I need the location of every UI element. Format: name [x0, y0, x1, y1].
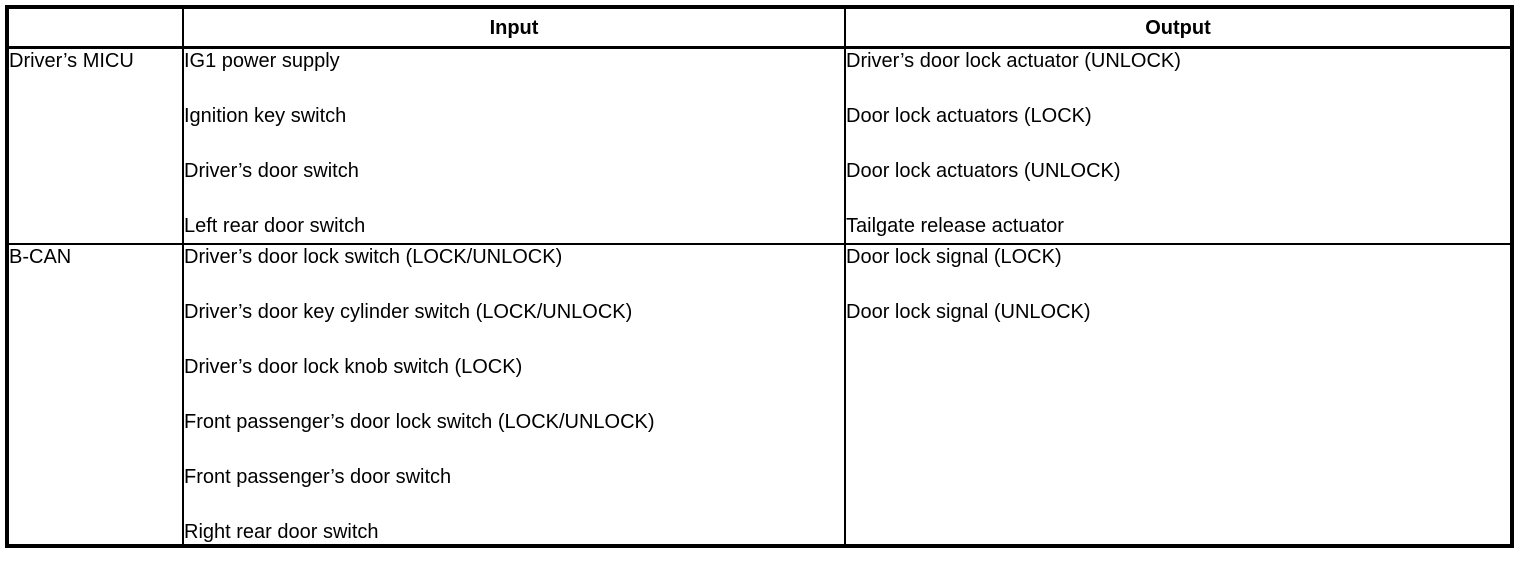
- input-item: Right rear door switch: [184, 520, 379, 543]
- output-item: Tailgate release actuator: [846, 215, 1064, 237]
- input-item: Driver’s door lock switch (LOCK/UNLOCK): [184, 245, 563, 268]
- input-output-table: Input Output Driver’s MICU IG1 power sup…: [5, 5, 1514, 548]
- header-source: [6, 6, 184, 49]
- output-cell-b-can: Door lock signal (LOCK) Door lock signal…: [844, 242, 1513, 547]
- input-item: Front passenger’s door lock switch (LOCK…: [184, 410, 655, 433]
- input-item: Front passenger’s door switch: [184, 465, 452, 488]
- source-cell-b-can: B-CAN: [6, 242, 184, 547]
- table-row: B-CAN Driver’s door lock switch (LOCK/UN…: [6, 242, 1513, 547]
- header-output: Output: [844, 6, 1513, 49]
- source-label: Driver’s MICU: [9, 50, 134, 72]
- output-item: Door lock signal (UNLOCK): [846, 300, 1091, 323]
- table-header-row: Input Output: [6, 6, 1513, 49]
- output-item: Door lock actuators (LOCK): [846, 105, 1092, 127]
- output-item: Driver’s door lock actuator (UNLOCK): [846, 50, 1181, 72]
- output-item: Door lock actuators (UNLOCK): [846, 160, 1121, 182]
- input-cell-b-can: Driver’s door lock switch (LOCK/UNLOCK) …: [182, 242, 846, 547]
- source-cell-drivers-micu: Driver’s MICU: [6, 46, 184, 245]
- header-input: Input: [182, 6, 846, 49]
- input-item: Driver’s door switch: [184, 160, 359, 182]
- input-item: Ignition key switch: [184, 105, 347, 127]
- output-item: Door lock signal (LOCK): [846, 245, 1062, 268]
- input-item: Driver’s door lock knob switch (LOCK): [184, 355, 523, 378]
- input-item: Left rear door switch: [184, 215, 366, 237]
- input-item: Driver’s door key cylinder switch (LOCK/…: [184, 300, 633, 323]
- input-item: IG1 power supply: [184, 50, 340, 72]
- source-label: B-CAN: [9, 245, 72, 268]
- table-row: Driver’s MICU IG1 power supply Ignition …: [6, 46, 1513, 245]
- output-cell-drivers-micu: Driver’s door lock actuator (UNLOCK) Doo…: [844, 46, 1513, 245]
- input-cell-drivers-micu: IG1 power supply Ignition key switch Dri…: [182, 46, 846, 245]
